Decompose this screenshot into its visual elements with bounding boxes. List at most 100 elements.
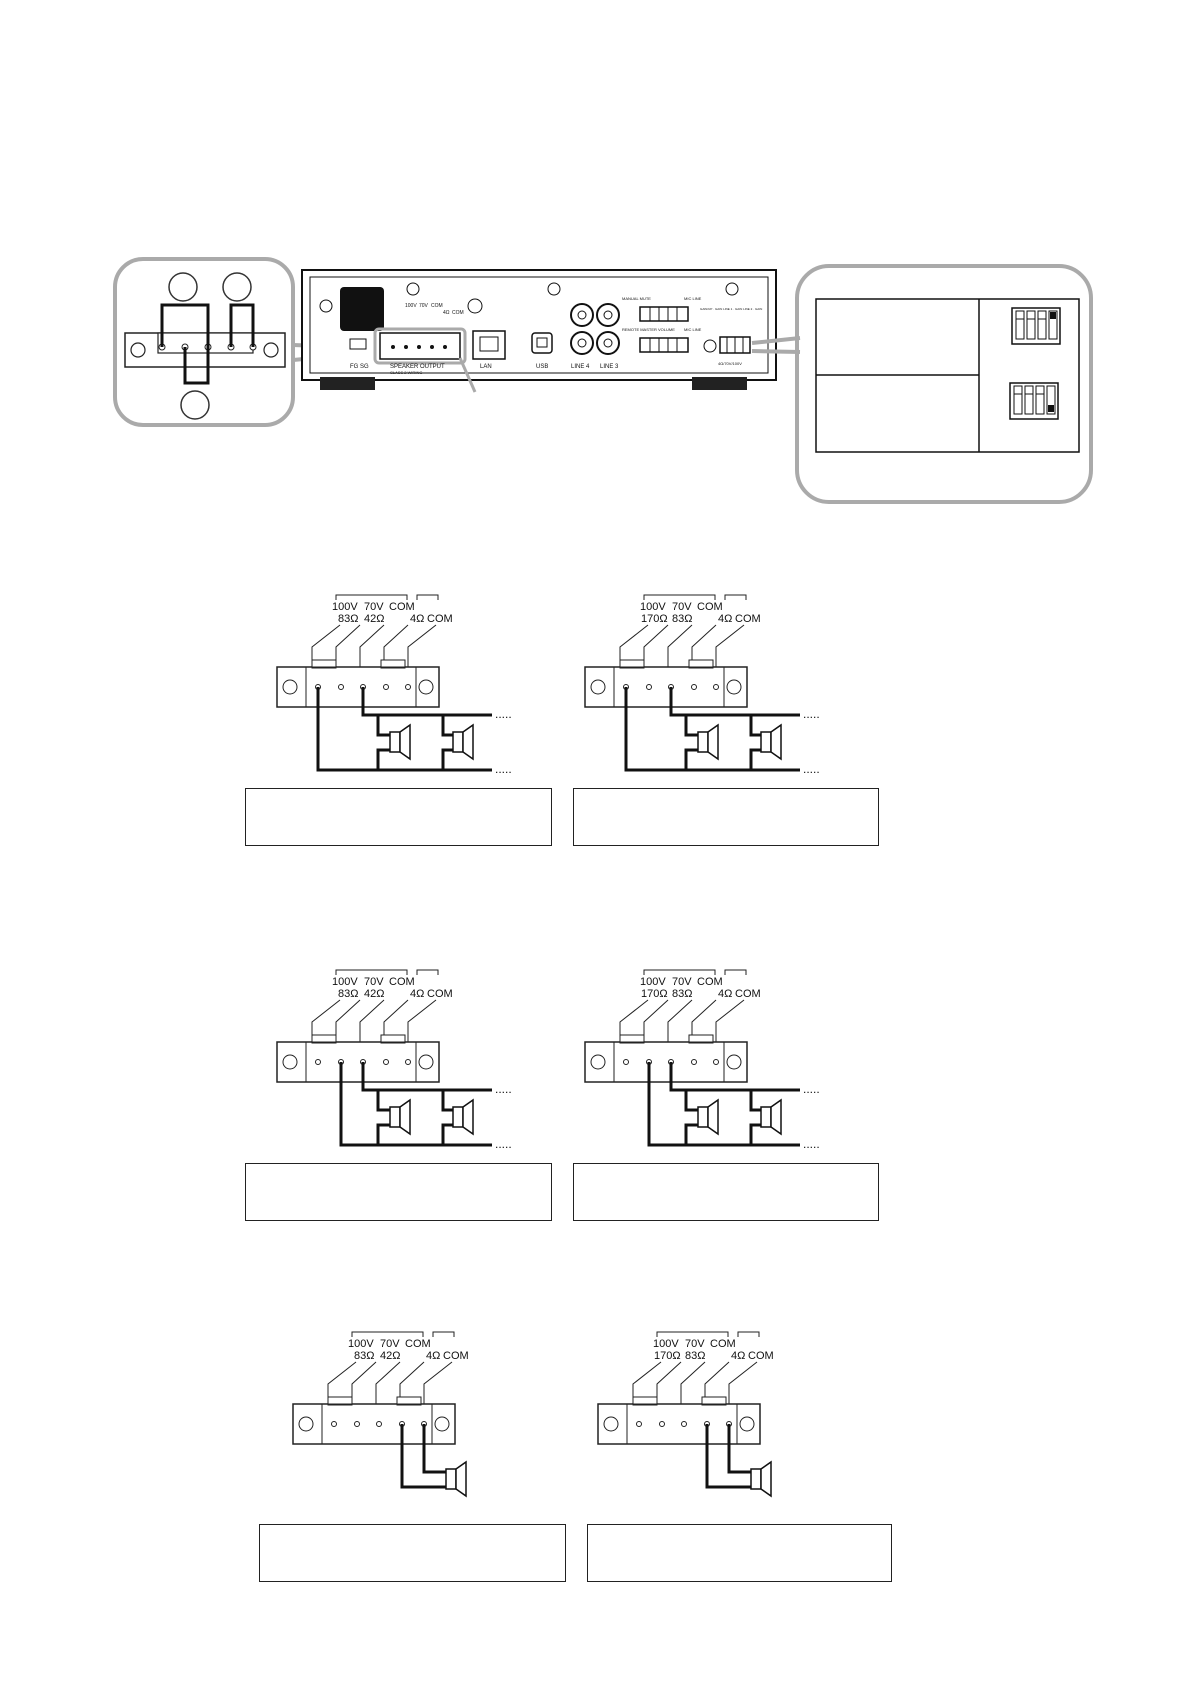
label-com-4ohm: COM (735, 988, 761, 1000)
label-imp-70: 42Ω (364, 988, 384, 1000)
terminal-label-group: 100V 70V COM 83Ω 42Ω 4Ω COM (332, 594, 453, 625)
caption-box (573, 1163, 879, 1221)
label-70v: 70V (685, 1338, 705, 1350)
speaker-icon (445, 1460, 467, 1498)
label-100v: 100V (348, 1338, 374, 1350)
label-imp-100: 170Ω (641, 613, 668, 625)
lan-label: LAN (480, 364, 492, 370)
continuation-dots-bottom: ..... (803, 1137, 820, 1151)
speaker-wiring (400, 1424, 446, 1489)
label-com: COM (389, 976, 415, 988)
usb-label: USB (536, 364, 548, 370)
label-4ohm: 4Ω (410, 988, 424, 1000)
label-com: COM (697, 601, 723, 613)
terminal-block (276, 624, 440, 708)
speaker-icon (452, 1098, 474, 1136)
speaker-icon (760, 723, 782, 761)
label-4ohm: 4Ω (410, 613, 424, 625)
terminal-block (276, 999, 440, 1083)
label-100v: 100V (332, 976, 358, 988)
speaker-wiring (705, 1424, 751, 1489)
impedance-switch-label: 4Ω/70V/100V (718, 361, 742, 366)
label-com-4ohm: COM (443, 1350, 469, 1362)
label-70v: 70V (380, 1338, 400, 1350)
label-com: COM (405, 1338, 431, 1350)
amplifier-chassis: FG SG SPEAKER OUTPUT CLASS 2 WIRING 100V… (301, 269, 777, 393)
caption-box (245, 788, 552, 846)
label-70v: 70V (672, 601, 692, 613)
terminal-label-group: 100V 70V COM 83Ω 42Ω 4Ω COM (332, 969, 453, 1000)
continuation-dots-top: ..... (495, 1082, 512, 1096)
label-com: COM (710, 1338, 736, 1350)
speaker-wiring: ..... ..... (316, 687, 512, 776)
panel-com-label: COM (431, 303, 443, 309)
speaker-icon (760, 1098, 782, 1136)
speaker-wiring: ..... ..... (647, 1062, 820, 1151)
speaker-icon (750, 1460, 772, 1498)
rca-jacks (570, 303, 620, 355)
speaker-output-label: SPEAKER OUTPUT (390, 364, 445, 370)
label-4ohm: 4Ω (718, 988, 732, 1000)
caption-box (259, 1524, 566, 1582)
terminal-block (597, 1361, 761, 1445)
label-4ohm: 4Ω (426, 1350, 440, 1362)
dip-switch-callout (795, 264, 1093, 504)
label-com: COM (389, 601, 415, 613)
label-com-4ohm: COM (748, 1350, 774, 1362)
panel-100v-label: 100V (405, 303, 417, 309)
terminal-label-group: 100V 70V COM 83Ω 42Ω 4Ω COM (348, 1331, 469, 1362)
label-imp-70: 83Ω (672, 613, 692, 625)
label-100v: 100V (640, 601, 666, 613)
continuation-dots-bottom: ..... (495, 762, 512, 776)
label-100v: 100V (332, 601, 358, 613)
label-70v: 70V (672, 976, 692, 988)
mic-line-2-label: MIC LINE (684, 327, 702, 332)
terminal-callout (113, 257, 295, 427)
caption-box (587, 1524, 892, 1582)
line4-label: LINE 4 (571, 364, 590, 370)
continuation-dots-bottom: ..... (803, 762, 820, 776)
label-100v: 100V (640, 976, 666, 988)
continuation-dots-top: ..... (803, 1082, 820, 1096)
mic-line-1-label: MIC LINE (684, 296, 702, 301)
terminal-block (584, 999, 748, 1083)
label-70v: 70V (364, 976, 384, 988)
wiring-diagram-4: 100V 70V COM 170Ω 83Ω 4Ω COM (584, 969, 820, 1151)
terminal-block (584, 624, 748, 708)
speaker-wiring: ..... ..... (624, 687, 820, 776)
label-imp-100: 170Ω (641, 988, 668, 1000)
label-4ohm: 4Ω (731, 1350, 745, 1362)
terminal-label-group: 100V 70V COM 170Ω 83Ω 4Ω COM (640, 594, 761, 625)
terminal-block (292, 1361, 456, 1445)
wiring-diagram-3: 100V 70V COM 83Ω 42Ω 4Ω COM (276, 969, 512, 1151)
class2-label: CLASS 2 WIRING (390, 370, 422, 375)
rear-panel-illustration: FG SG SPEAKER OUTPUT CLASS 2 WIRING 100V… (113, 257, 1093, 504)
label-imp-70: 83Ω (685, 1350, 705, 1362)
remote-master-volume-label: REMOTE MASTER VOLUME (622, 327, 675, 332)
speaker-icon (389, 723, 411, 761)
line3-label: LINE 3 (600, 364, 619, 370)
terminal-label-group: 100V 70V COM 170Ω 83Ω 4Ω COM (640, 969, 761, 1000)
fg-sg-label: FG SG (350, 364, 369, 370)
wiring-diagram-5: 100V 70V COM 83Ω 42Ω 4Ω COM (292, 1331, 469, 1498)
label-imp-100: 83Ω (338, 988, 358, 1000)
wiring-diagram-1: 100V 70V COM 83Ω 42Ω 4Ω COM (276, 594, 512, 776)
continuation-dots-top: ..... (803, 707, 820, 721)
label-imp-70: 42Ω (380, 1350, 400, 1362)
continuation-dots-bottom: ..... (495, 1137, 512, 1151)
continuation-dots-top: ..... (495, 707, 512, 721)
terminal-label-group: 100V 70V COM 170Ω 83Ω 4Ω COM (653, 1331, 774, 1362)
manual-mute-label: MANUAL MUTE (622, 296, 651, 301)
panel-com2-label: COM (452, 310, 464, 316)
label-100v: 100V (653, 1338, 679, 1350)
dip-labels: GAIN/UP · GAIN LINE 1 · GAIN LINE 2 · GA… (700, 307, 762, 311)
label-4ohm: 4Ω (718, 613, 732, 625)
caption-box (245, 1163, 552, 1221)
speaker-icon (452, 723, 474, 761)
label-imp-100: 83Ω (354, 1350, 374, 1362)
speaker-icon (697, 723, 719, 761)
label-70v: 70V (364, 601, 384, 613)
label-imp-100: 83Ω (338, 613, 358, 625)
label-imp-100: 170Ω (654, 1350, 681, 1362)
speaker-icon (389, 1098, 411, 1136)
